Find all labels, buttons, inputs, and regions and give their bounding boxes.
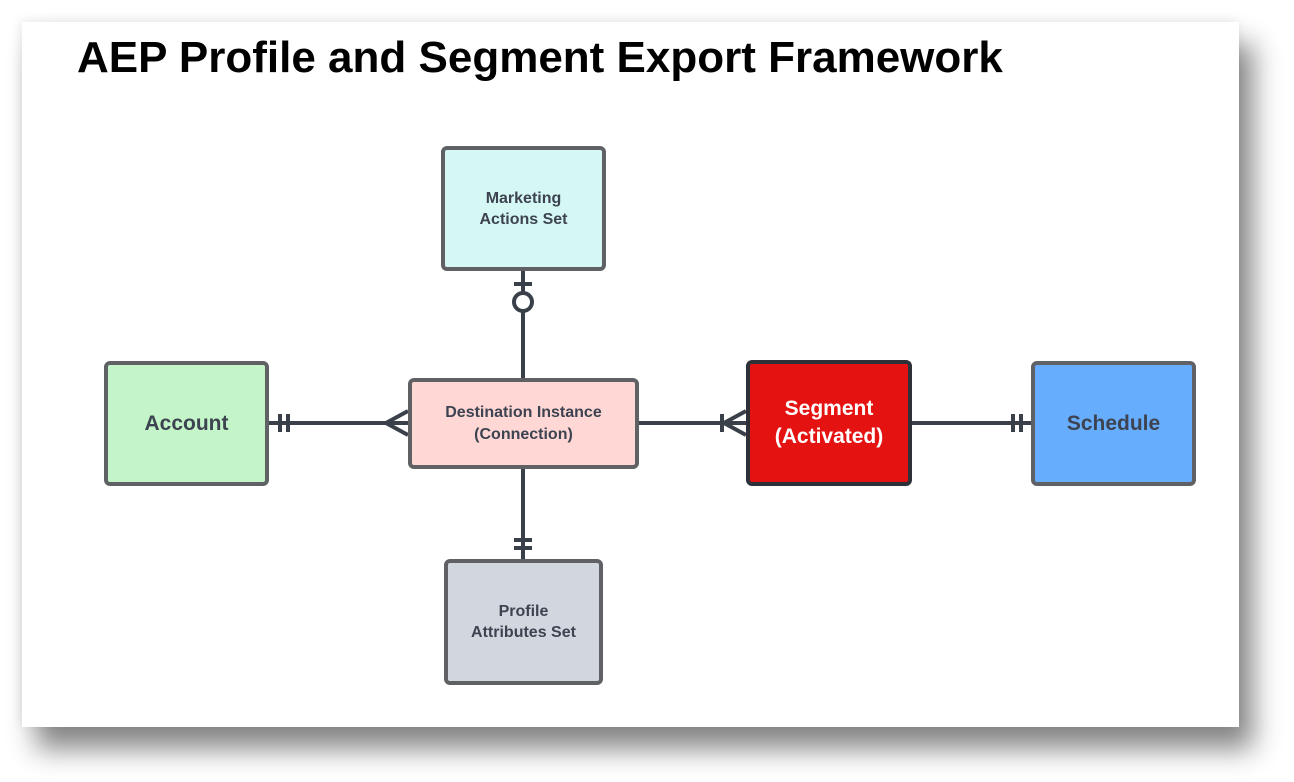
connector-layer: [269, 271, 1031, 559]
entity-account[interactable]: Account: [104, 361, 269, 486]
entity-label: Segment (Activated): [774, 397, 884, 448]
entity-segment-activated[interactable]: Segment (Activated): [746, 360, 912, 486]
diagram-title: AEP Profile and Segment Export Framework: [77, 33, 1003, 82]
entity-label: Marketing Actions Set: [479, 189, 568, 228]
entity-destination-instance[interactable]: Destination Instance (Connection): [408, 378, 639, 469]
entity-label: Profile Attributes Set: [471, 603, 576, 641]
entity-label: Destination Instance (Connection): [445, 403, 602, 443]
entity-label: Account: [144, 411, 229, 435]
entity-label: Schedule: [1066, 411, 1161, 435]
entity-marketing-actions-set[interactable]: Marketing Actions Set: [441, 146, 606, 271]
zero-circle-marketing: [512, 291, 534, 313]
crows-foot-destination-left: [385, 409, 409, 437]
entity-profile-attributes-set[interactable]: Profile Attributes Set: [444, 559, 603, 685]
entity-schedule[interactable]: Schedule: [1031, 361, 1196, 486]
crows-foot-segment: [723, 409, 747, 437]
diagram-panel: AEP Profile and Segment Export Framework: [22, 22, 1239, 727]
